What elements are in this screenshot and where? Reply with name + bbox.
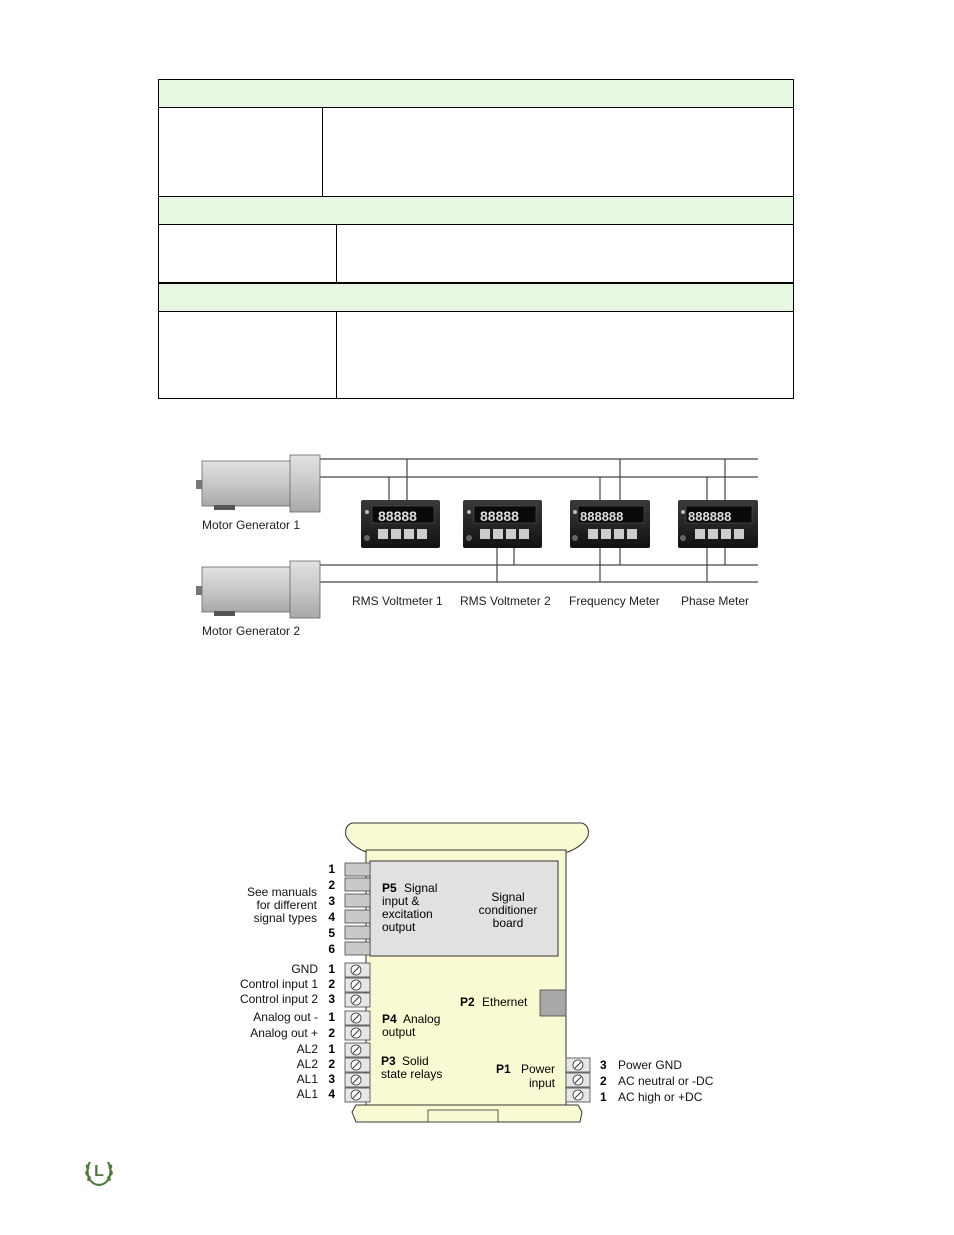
table-header-1	[159, 80, 793, 108]
terminal-label: AL2	[297, 1057, 319, 1071]
terminal-pin: 1	[328, 1042, 335, 1056]
phase-meter-label: Phase Meter	[681, 594, 749, 608]
terminal-label: GND	[291, 962, 318, 976]
p5-note-line: See manuals	[247, 885, 317, 899]
terminal-label: Analog out -	[253, 1010, 318, 1024]
laurel-logo-icon: L	[85, 1161, 113, 1187]
p1-label-line: input	[529, 1076, 556, 1090]
table-row-3	[159, 312, 793, 399]
rms-voltmeter-2-label: RMS Voltmeter 2	[460, 594, 551, 608]
p4-label-line: output	[382, 1025, 416, 1039]
motor-generator-2-icon	[196, 560, 321, 619]
svg-text:L: L	[94, 1163, 104, 1180]
table-row-2	[159, 225, 793, 284]
terminal-label: AL1	[297, 1072, 319, 1086]
wiring	[320, 458, 758, 583]
power-pin: 1	[600, 1090, 607, 1104]
power-pin: 3	[600, 1058, 607, 1072]
terminal-label: Analog out +	[250, 1026, 318, 1040]
terminal-pin: 2	[328, 977, 335, 991]
svg-text:88888: 88888	[480, 508, 519, 524]
signal-conditioner-board	[369, 860, 559, 957]
board-label-line: conditioner	[479, 903, 538, 917]
p2-label-bold: P2	[460, 995, 475, 1009]
p5-pin-3: 3	[328, 894, 335, 908]
p5-label-line: output	[382, 920, 416, 934]
motor-generator-1-icon	[196, 454, 321, 513]
p5-label-bold: P5	[382, 881, 397, 895]
table-row-1	[159, 108, 793, 197]
left-terminal-block	[344, 962, 371, 1103]
table-divider	[322, 108, 323, 196]
board-label-line: Signal	[491, 890, 524, 904]
svg-text:888888: 888888	[580, 509, 623, 524]
p5-note-line: signal types	[254, 911, 317, 925]
p4-label-bold: P4	[382, 1012, 397, 1026]
terminal-pin: 4	[328, 1087, 335, 1101]
motor-generator-1-label: Motor Generator 1	[202, 518, 300, 532]
power-pin: 2	[600, 1074, 607, 1088]
terminal-pin: 3	[328, 992, 335, 1006]
p4-label-line: Analog	[403, 1012, 440, 1026]
p3-label-bold: P3	[381, 1054, 396, 1068]
connector-diagram: 1 2 3 4 5 6 See manuals for different si…	[240, 822, 714, 1123]
rms-voltmeter-2-icon: 88888	[463, 500, 542, 548]
p5-pin-1: 1	[328, 862, 335, 876]
terminal-label: AL2	[297, 1042, 319, 1056]
frequency-meter-label: Frequency Meter	[569, 594, 660, 608]
p5-connector	[344, 862, 371, 956]
svg-text:888888: 888888	[688, 509, 731, 524]
p5-label-line: Signal	[404, 881, 437, 895]
ethernet-port-icon	[539, 989, 567, 1017]
svg-text:88888: 88888	[378, 508, 417, 524]
p5-pin-2: 2	[328, 878, 335, 892]
p5-pin-5: 5	[328, 926, 335, 940]
power-label: AC neutral or -DC	[618, 1074, 714, 1088]
p3-label-line: state relays	[381, 1067, 442, 1081]
frequency-meter-icon: 888888	[570, 500, 650, 548]
rms-voltmeter-1-label: RMS Voltmeter 1	[352, 594, 443, 608]
table-divider	[336, 225, 337, 282]
spec-table	[158, 79, 794, 399]
p5-label-line: input &	[382, 894, 419, 908]
p1-label-line: Power	[521, 1062, 555, 1076]
p5-label-line: excitation	[382, 907, 433, 921]
power-label: Power GND	[618, 1058, 682, 1072]
power-label: AC high or +DC	[618, 1090, 703, 1104]
rms-voltmeter-1-icon: 88888	[361, 500, 440, 548]
system-diagram: Motor Generator 1 Motor Generator 2 8888…	[196, 454, 758, 638]
terminal-label: AL1	[297, 1087, 319, 1101]
terminal-pin: 1	[328, 1010, 335, 1024]
motor-generator-2-label: Motor Generator 2	[202, 624, 300, 638]
board-label-line: board	[493, 916, 524, 930]
table-divider	[336, 312, 337, 399]
terminal-label: Control input 2	[240, 992, 318, 1006]
table-header-3	[159, 284, 793, 312]
terminal-pin: 1	[328, 962, 335, 976]
table-header-2	[159, 197, 793, 225]
terminal-label: Control input 1	[240, 977, 318, 991]
p2-label-text: Ethernet	[482, 995, 528, 1009]
p5-pin-4: 4	[328, 910, 335, 924]
housing-top	[345, 822, 589, 853]
terminal-pin: 3	[328, 1072, 335, 1086]
terminal-pin: 2	[328, 1057, 335, 1071]
p5-pin-6: 6	[328, 942, 335, 956]
p1-label-bold: P1	[496, 1062, 511, 1076]
power-terminal-block	[565, 1057, 591, 1103]
p5-note-line: for different	[257, 898, 318, 912]
phase-meter-icon: 888888	[678, 500, 758, 548]
terminal-pin: 2	[328, 1026, 335, 1040]
p3-label-line: Solid	[402, 1054, 429, 1068]
